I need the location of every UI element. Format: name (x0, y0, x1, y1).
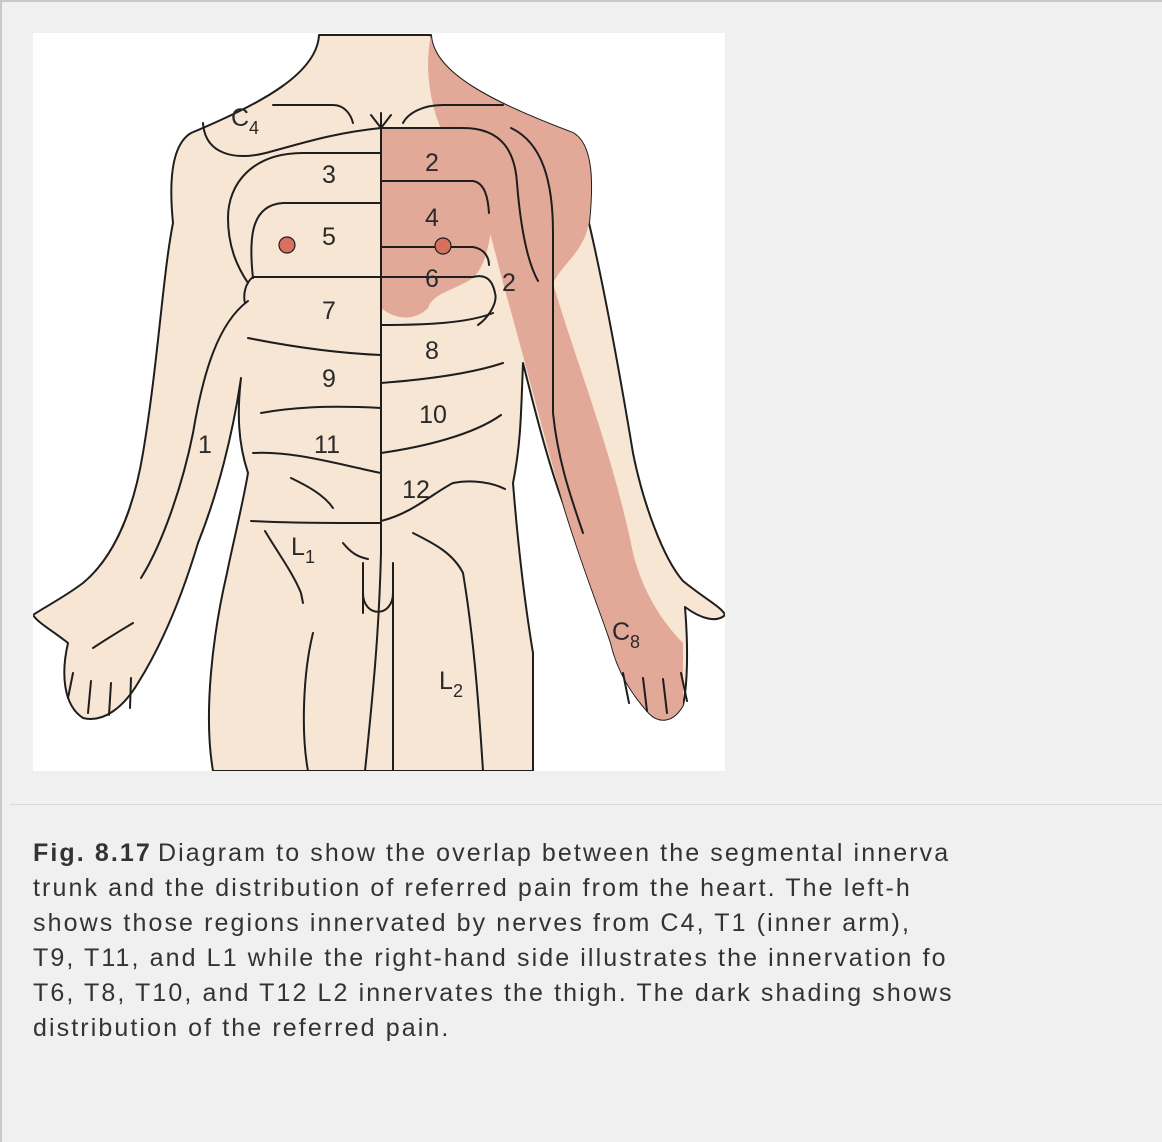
label-arm-2: 2 (502, 269, 516, 297)
label-right-12: 12 (402, 476, 430, 504)
label-right-6: 6 (425, 265, 439, 293)
dermatome-diagram: C4 3 5 7 9 11 1 L1 2 4 6 2 8 10 12 L2 C8 (33, 33, 725, 771)
figure-number: Fig. 8.17 (33, 839, 152, 867)
caption-line-5: T6, T8, T10, and T12 L2 innervates the t… (33, 976, 1162, 1011)
caption-divider (10, 804, 1162, 805)
label-left-11: 11 (314, 431, 340, 459)
label-right-2: 2 (425, 149, 439, 177)
left-nipple (279, 237, 295, 253)
label-right-4: 4 (425, 204, 439, 232)
caption-line-6: distribution of the referred pain. (33, 1011, 1162, 1046)
label-left-3: 3 (322, 161, 336, 189)
label-left-7: 7 (322, 297, 336, 325)
caption-line-4: T9, T11, and L1 while the right-hand sid… (33, 941, 1162, 976)
dermatome-figure: C4 3 5 7 9 11 1 L1 2 4 6 2 8 10 12 L2 C8 (33, 33, 725, 771)
label-right-8: 8 (425, 337, 439, 365)
right-nipple (435, 238, 451, 254)
label-left-9: 9 (322, 365, 336, 393)
label-right-10: 10 (419, 401, 447, 429)
label-left-5: 5 (322, 223, 336, 251)
label-t1: 1 (198, 431, 212, 459)
caption-line-2: trunk and the distribution of referred p… (33, 871, 1162, 906)
caption-line-3: shows those regions innervated by nerves… (33, 906, 1162, 941)
